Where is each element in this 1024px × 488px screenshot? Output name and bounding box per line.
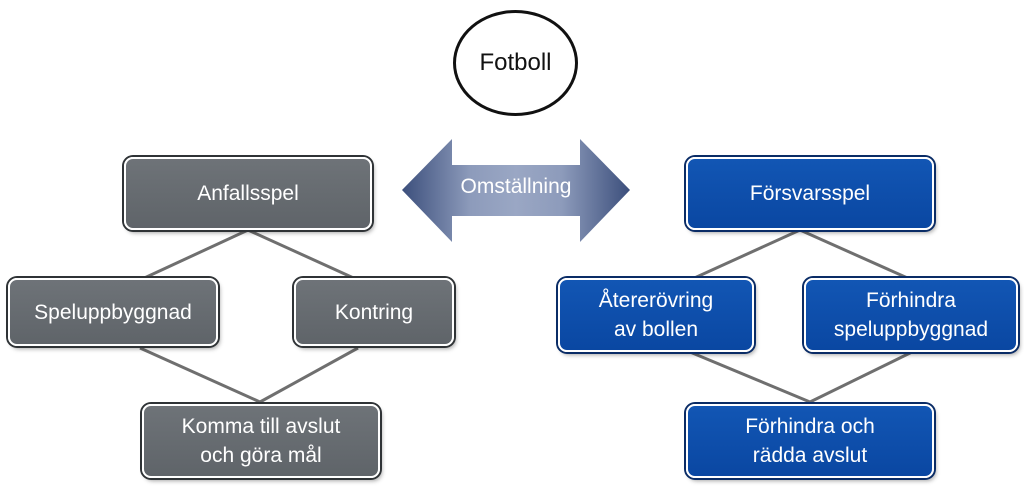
connector-atererovring-forhindra-avslut [689,350,811,404]
node-forhindra-speluppbyggnad-label: Förhindra speluppbyggnad [833,289,989,341]
node-forsvarsspel: Försvarsspel [686,157,934,230]
double-arrow-icon [402,139,630,242]
node-forhindra-speluppbyggnad: Förhindra speluppbyggnad [804,278,1018,352]
connector-kontring-avslut [259,346,359,404]
node-kontring: Kontring [294,278,454,346]
node-kontring-label: Kontring [334,300,414,324]
node-anfallsspel: Anfallsspel [124,157,372,230]
root-node-fotboll: Fotboll [453,10,578,116]
node-speluppbyggnad-label: Speluppbyggnad [34,300,192,324]
connector-forsvarsspel-atererovring [689,228,801,282]
connector-anfallsspel-kontring [247,228,359,282]
node-forhindra-och-radda-avslut: Förhindra och rädda avslut [686,404,934,478]
connector-forhindra-speluppbyggnad-avslut [809,350,913,404]
connector-forsvarsspel-forhindra-speluppbyggnad [799,228,913,282]
node-komma-till-avslut: Komma till avslut och göra mål [142,404,380,478]
root-node-label: Fotboll [479,49,552,76]
node-forsvarsspel-label: Försvarsspel [749,182,871,205]
node-atererovring-label: Återerövring av bollen [598,289,714,341]
node-komma-till-avslut-label: Komma till avslut och göra mål [181,415,341,467]
node-atererovring: Återerövring av bollen [558,278,754,352]
connector-anfallsspel-speluppbyggnad [139,228,249,282]
node-forhindra-och-radda-avslut-label: Förhindra och rädda avslut [745,415,875,467]
node-anfallsspel-label: Anfallsspel [197,182,299,205]
node-speluppbyggnad: Speluppbyggnad [8,278,218,346]
transition-label: Omställning [460,175,572,198]
connector-speluppbyggnad-avslut [139,346,261,404]
